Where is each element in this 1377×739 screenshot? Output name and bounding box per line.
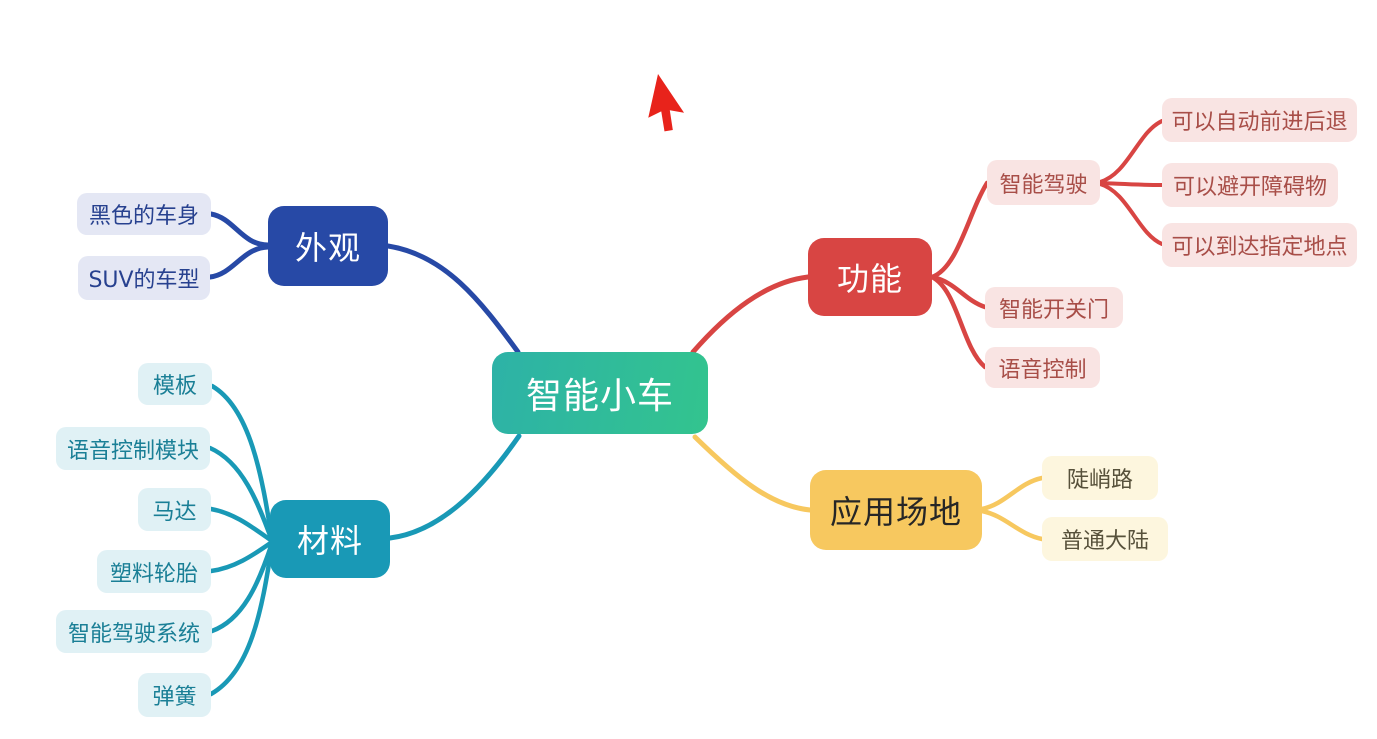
child-label: 语音控制 <box>998 357 1087 383</box>
edge-appearance-to-suv <box>207 244 271 280</box>
branch-node-venues[interactable]: 应用场地 <box>810 470 982 550</box>
child-label: 可以自动前进后退 <box>1171 110 1348 135</box>
child-label: SUV的车型 <box>88 268 200 293</box>
child-label: 智能开关门 <box>998 297 1109 323</box>
edge-materials-to-motor <box>208 506 275 544</box>
edge-functions-to-smart-driving <box>929 180 990 280</box>
edge-smart-driving-to-reach-destination <box>1098 182 1164 246</box>
child-label: 马达 <box>152 499 197 525</box>
edge-root-to-materials <box>387 433 522 541</box>
branch-node-functions[interactable]: 功能 <box>808 238 932 316</box>
child-node-reach-destination[interactable]: 可以到达指定地点 <box>1162 223 1357 267</box>
root-label: 智能小车 <box>525 376 674 417</box>
child-node-template[interactable]: 模板 <box>138 363 212 405</box>
edge-appearance-to-black-body <box>208 211 271 248</box>
child-label: 智能驾驶 <box>999 172 1088 198</box>
child-node-black-body[interactable]: 黑色的车身 <box>77 193 211 235</box>
edge-materials-to-template <box>209 383 275 543</box>
edge-root-to-appearance <box>385 243 521 355</box>
child-label: 陡峭路 <box>1066 468 1133 493</box>
child-node-smart-door[interactable]: 智能开关门 <box>985 287 1123 328</box>
edge-smart-driving-to-avoid-obstacles <box>1098 181 1164 187</box>
edge-root-to-venues <box>692 434 813 513</box>
child-node-smart-driving-system[interactable]: 智能驾驶系统 <box>56 610 212 653</box>
root-node-smart-car[interactable]: 智能小车 <box>492 352 708 434</box>
child-label: 可以避开障碍物 <box>1172 175 1327 200</box>
edge-functions-to-voice-control <box>929 274 988 370</box>
edge-smart-driving-to-forward-back <box>1098 119 1164 184</box>
child-node-plastic-tires[interactable]: 塑料轮胎 <box>97 550 211 593</box>
child-node-ordinary-land[interactable]: 普通大陆 <box>1042 517 1168 561</box>
child-node-voice-control-module[interactable]: 语音控制模块 <box>56 427 210 470</box>
branch-node-materials[interactable]: 材料 <box>270 500 390 578</box>
child-label: 可以到达指定地点 <box>1171 235 1348 260</box>
edge-materials-to-voice-module <box>207 445 275 544</box>
edge-root-to-functions <box>690 274 811 355</box>
branch-label: 材料 <box>296 522 363 560</box>
child-label: 智能驾驶系统 <box>67 621 200 647</box>
edge-venues-to-steep-road <box>979 475 1045 512</box>
child-label: 普通大陆 <box>1060 529 1149 554</box>
child-node-auto-forward-backward[interactable]: 可以自动前进后退 <box>1162 98 1357 142</box>
child-node-avoid-obstacles[interactable]: 可以避开障碍物 <box>1162 163 1338 207</box>
child-node-spring[interactable]: 弹簧 <box>138 673 211 717</box>
child-node-smart-driving[interactable]: 智能驾驶 <box>987 160 1100 205</box>
edge-materials-to-tires <box>208 539 275 574</box>
edge-materials-to-spring <box>208 541 275 697</box>
edge-venues-to-ordinary-land <box>979 508 1045 542</box>
child-node-steep-road[interactable]: 陡峭路 <box>1042 456 1158 500</box>
branch-label: 外观 <box>294 229 361 267</box>
branch-label: 功能 <box>836 260 903 298</box>
child-label: 模板 <box>152 374 197 399</box>
child-node-motor[interactable]: 马达 <box>138 488 211 531</box>
branch-label: 应用场地 <box>829 493 962 531</box>
child-label: 塑料轮胎 <box>109 561 198 587</box>
child-node-suv-model[interactable]: SUV的车型 <box>78 256 210 300</box>
red-pointer-cursor-icon <box>648 74 685 132</box>
child-node-voice-control[interactable]: 语音控制 <box>985 347 1100 388</box>
edge-materials-to-driving-system <box>209 540 275 634</box>
child-label: 弹簧 <box>152 685 197 710</box>
branch-node-appearance[interactable]: 外观 <box>268 206 388 286</box>
child-label: 黑色的车身 <box>88 204 199 229</box>
child-label: 语音控制模块 <box>66 438 199 464</box>
